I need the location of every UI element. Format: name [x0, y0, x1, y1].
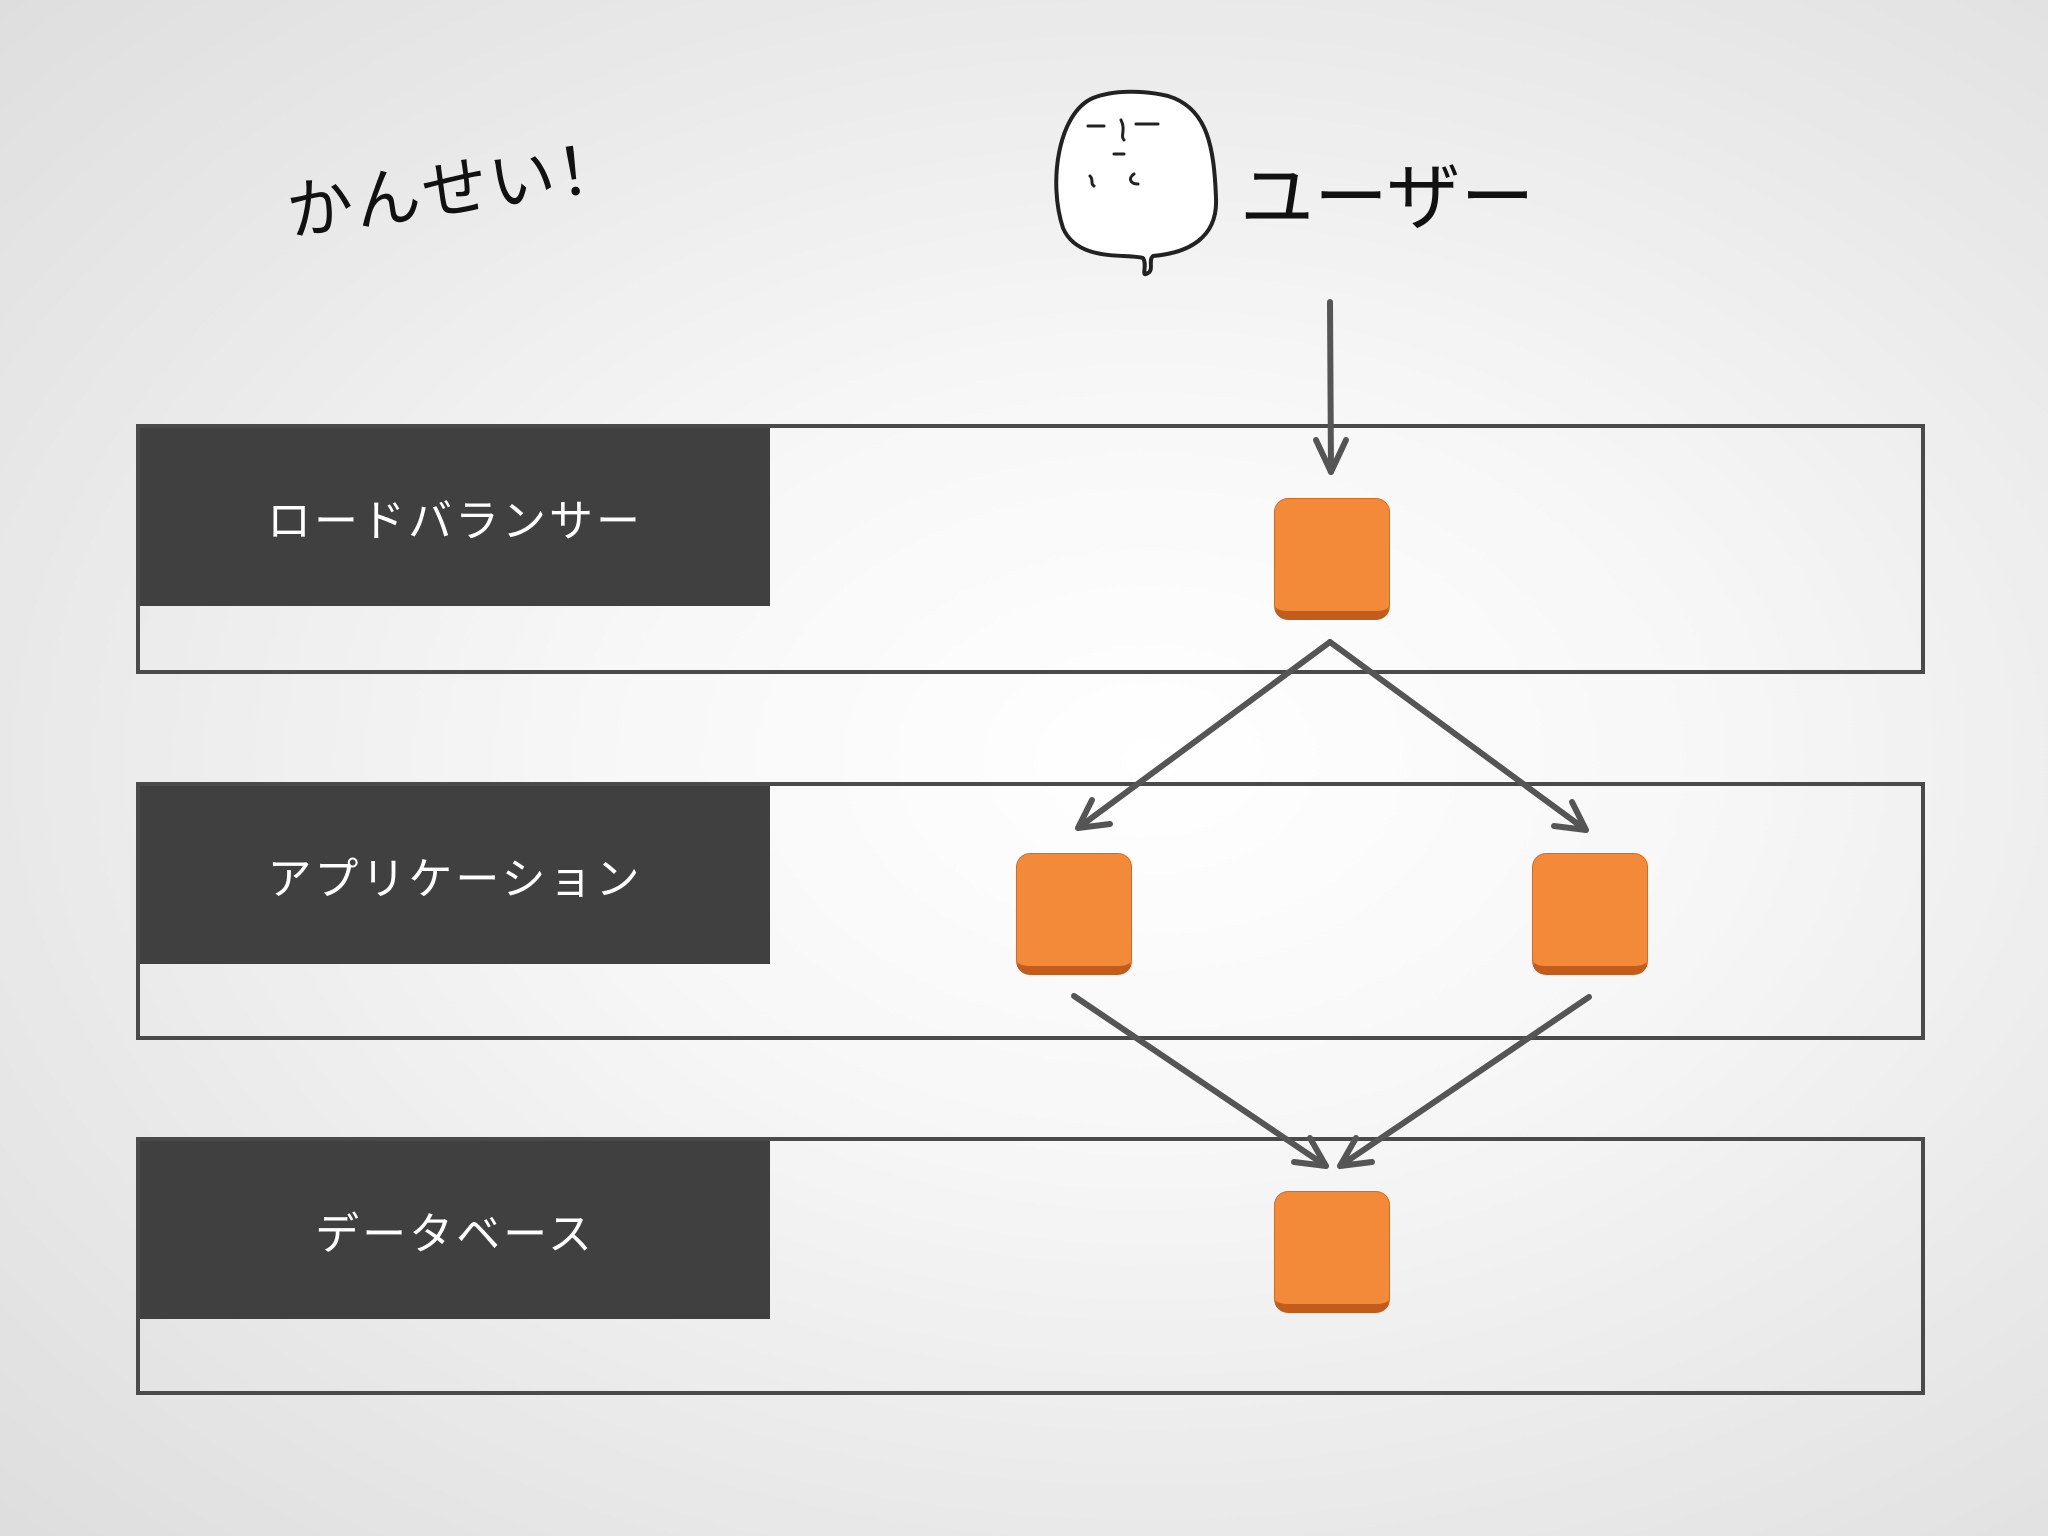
arrow-lb-to-app-left: [1075, 639, 1333, 831]
layer-application: アプリケーション: [136, 782, 1925, 1040]
arrow-app-left-to-db: [1071, 993, 1329, 1169]
application-node-right[interactable]: [1532, 853, 1648, 975]
layer-label-application: アプリケーション: [140, 786, 770, 964]
user-label: ユーザー: [1240, 155, 1535, 241]
application-node-left[interactable]: [1016, 853, 1132, 975]
layer-load-balancer: ロードバランサー: [136, 424, 1925, 674]
arrowhead-lb-to-app-right: [1551, 799, 1589, 833]
database-node[interactable]: [1274, 1191, 1390, 1313]
user-face-icon: [1054, 89, 1219, 277]
layer-label-database: データベース: [140, 1141, 770, 1319]
arrow-user-to-lb: [1327, 299, 1334, 475]
arrowhead-app-left-to-db: [1291, 1135, 1329, 1169]
arrow-app-right-to-db: [1337, 994, 1592, 1169]
load-balancer-node[interactable]: [1274, 498, 1390, 620]
layer-database: データベース: [136, 1137, 1925, 1395]
arrowhead-user-to-lb: [1313, 437, 1349, 475]
arrowhead-lb-to-app-left: [1075, 797, 1113, 831]
layer-label-load-balancer: ロードバランサー: [140, 428, 770, 606]
arrow-lb-to-app-right: [1327, 639, 1589, 833]
arrowhead-app-right-to-db: [1337, 1135, 1375, 1169]
